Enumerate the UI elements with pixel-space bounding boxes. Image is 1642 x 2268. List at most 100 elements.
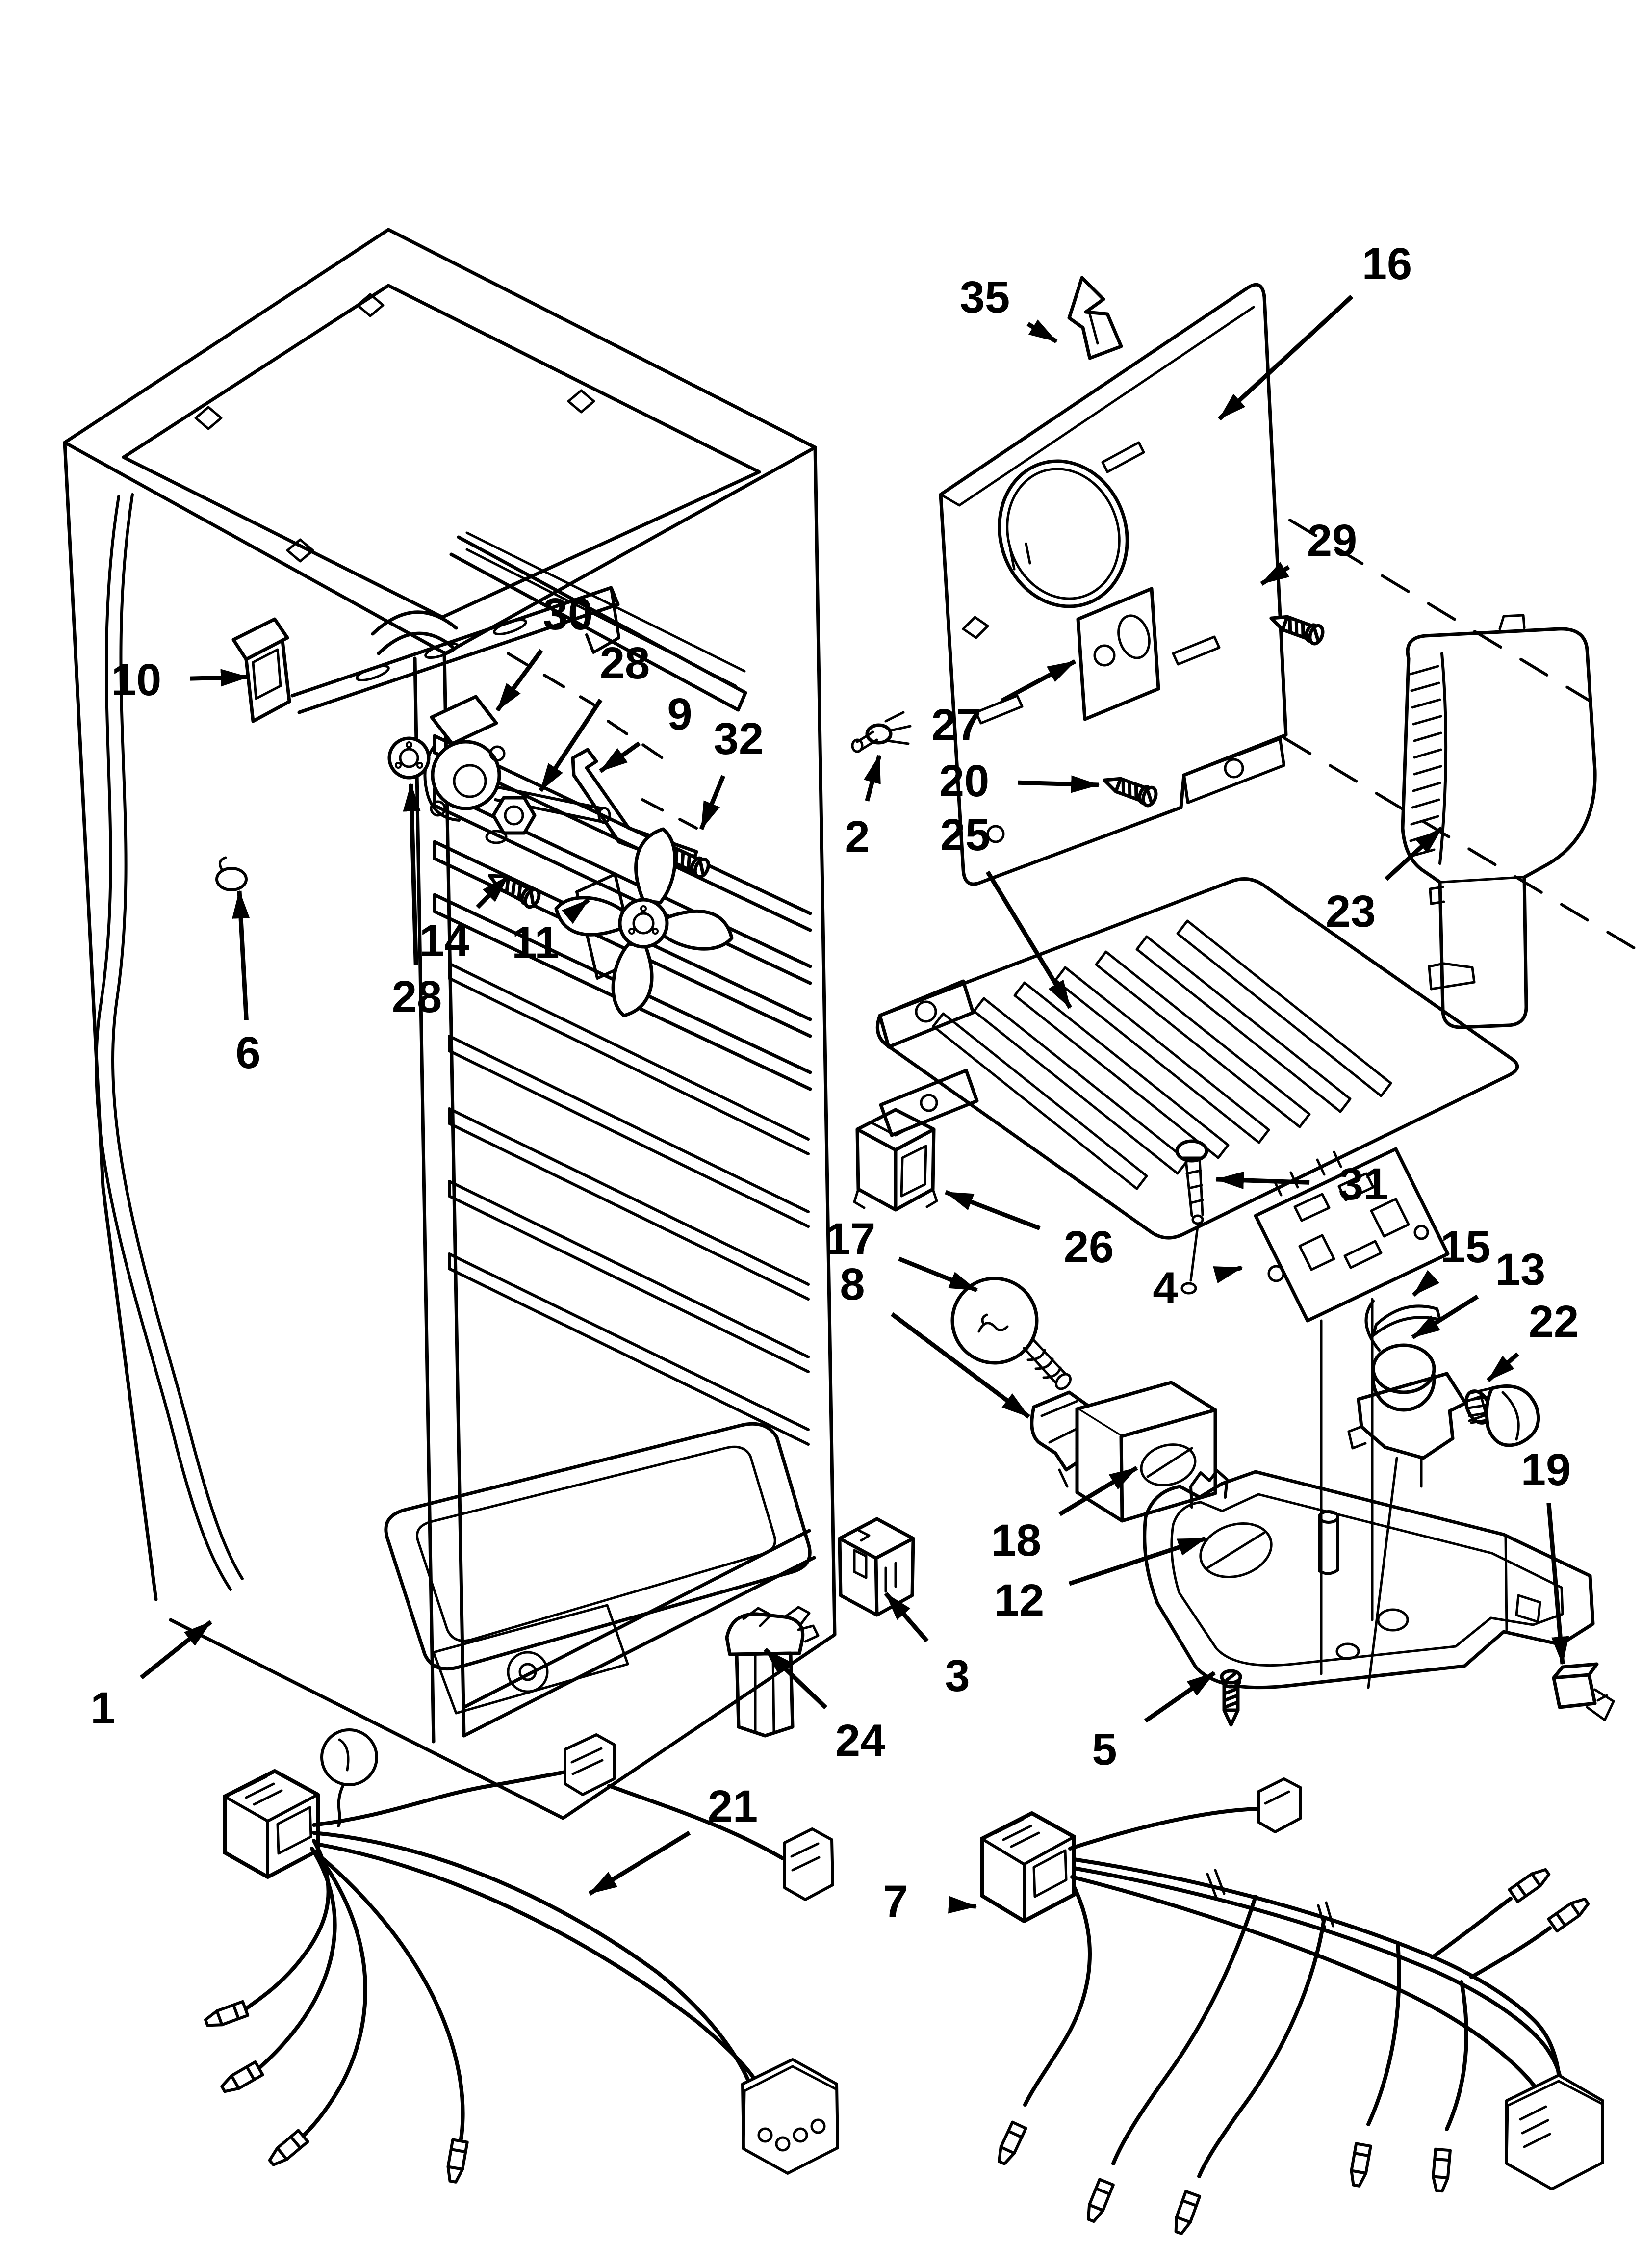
callout-label-35: 35 — [960, 272, 1010, 322]
control-board-4 — [1254, 1147, 1450, 1675]
air-duct-23 — [1401, 614, 1597, 1029]
callout-label-22: 22 — [1529, 1297, 1579, 1347]
callout-label-28: 28 — [392, 972, 442, 1022]
callout-4: 4 — [1153, 1263, 1243, 1313]
callout-35: 35 — [960, 272, 1058, 343]
callout-label-10: 10 — [111, 655, 161, 705]
callout-25: 25 — [940, 810, 1072, 1009]
cabinet-liner — [63, 228, 837, 1820]
callout-13: 13 — [1411, 1245, 1545, 1339]
callout-22: 22 — [1486, 1297, 1579, 1382]
evaporator-cover-25 — [875, 877, 1519, 1295]
grommet-hex — [485, 796, 537, 844]
wiring-harness-7 — [980, 1777, 1604, 2235]
callout-label-19: 19 — [1521, 1445, 1571, 1495]
callout-label-9: 9 — [667, 689, 692, 739]
callout-7: 7 — [883, 1877, 977, 1927]
screw-5 — [1222, 1671, 1240, 1725]
grommet-round — [387, 736, 431, 780]
callout-label-25: 25 — [940, 810, 990, 860]
callout-label-18: 18 — [991, 1515, 1041, 1565]
callout-12: 12 — [994, 1536, 1206, 1625]
callout-3: 3 — [884, 1592, 970, 1701]
clip-19 — [1552, 1662, 1615, 1721]
callout-8: 8 — [840, 1259, 1030, 1419]
callout-label-6: 6 — [235, 1028, 260, 1078]
callout-label-26: 26 — [1064, 1222, 1114, 1272]
callout-label-7: 7 — [883, 1877, 908, 1927]
callout-17: 17 — [825, 1214, 978, 1293]
callout-29: 29 — [1260, 516, 1357, 586]
evaporator-fan-assembly — [231, 586, 734, 1017]
callout-5: 5 — [1092, 1671, 1216, 1774]
callout-16: 16 — [1217, 239, 1412, 421]
callout-19: 19 — [1521, 1445, 1571, 1665]
callout-label-4: 4 — [1153, 1263, 1178, 1313]
callout-18: 18 — [991, 1466, 1138, 1565]
callout-label-8: 8 — [840, 1259, 865, 1309]
fixture-box-3 — [838, 1517, 915, 1617]
wiring-harness-21 — [204, 1728, 839, 2183]
push-fastener-2 — [851, 711, 912, 753]
callout-label-21: 21 — [708, 1781, 758, 1831]
callout-14: 14 — [419, 874, 510, 966]
callout-1: 1 — [90, 1620, 212, 1733]
callout-6: 6 — [232, 890, 261, 1078]
callout-layer: 1234567891011121314151617181920212223242… — [90, 239, 1579, 1927]
callout-label-20: 20 — [939, 756, 989, 806]
callout-label-11: 11 — [512, 918, 559, 968]
control-housing — [1143, 1469, 1615, 1725]
callout-27: 27 — [931, 659, 1077, 750]
callout-9: 9 — [599, 689, 693, 773]
thumbscrew-31 — [1175, 1139, 1208, 1295]
callout-label-30: 30 — [543, 589, 593, 639]
clip-12 — [1189, 1469, 1229, 1509]
capillary-clip-15 — [1372, 1304, 1441, 1337]
bracket-10 — [231, 617, 291, 723]
callout-26: 26 — [945, 1190, 1114, 1272]
callout-label-13: 13 — [1495, 1245, 1545, 1295]
callout-label-14: 14 — [419, 916, 469, 966]
callout-20: 20 — [939, 756, 1100, 806]
tube-plate-27 — [1076, 587, 1160, 721]
callout-label-12: 12 — [994, 1575, 1044, 1625]
bracket-26 — [853, 1108, 938, 1212]
callout-28: 28 — [539, 638, 650, 792]
callout-30: 30 — [495, 589, 593, 712]
thermostat-13 — [1347, 1300, 1488, 1689]
callout-label-32: 32 — [714, 714, 764, 764]
callout-label-3: 3 — [945, 1651, 970, 1701]
callout-label-15: 15 — [1440, 1222, 1490, 1272]
light-lens-18 — [1075, 1381, 1217, 1523]
light-bulb-17 — [950, 1277, 1072, 1390]
callout-24: 24 — [763, 1647, 885, 1766]
callout-31: 31 — [1215, 1159, 1388, 1209]
callout-28: 28 — [392, 783, 442, 1022]
rear-access-panel — [851, 276, 1639, 951]
callout-label-1: 1 — [90, 1683, 115, 1733]
knob-22 — [1464, 1384, 1540, 1447]
callout-label-31: 31 — [1338, 1159, 1388, 1209]
callout-label-28: 28 — [600, 638, 650, 688]
callout-23: 23 — [1326, 826, 1444, 937]
callout-label-27: 27 — [931, 700, 981, 750]
callout-15: 15 — [1411, 1222, 1490, 1297]
liner-plug-button — [215, 856, 248, 891]
callout-32: 32 — [699, 714, 764, 830]
callout-10: 10 — [111, 655, 249, 705]
callout-label-29: 29 — [1307, 516, 1357, 566]
screw-29 — [1268, 609, 1325, 645]
callout-11: 11 — [512, 898, 590, 968]
callout-label-17: 17 — [825, 1214, 875, 1264]
screw-20 — [1101, 771, 1158, 807]
clip-35 — [1067, 276, 1123, 360]
mounting-rail — [290, 586, 620, 714]
callout-21: 21 — [588, 1781, 758, 1896]
callout-label-2: 2 — [845, 812, 870, 862]
callout-2: 2 — [845, 755, 882, 862]
switch-24 — [725, 1606, 820, 1738]
thermostat-assembly — [1347, 1300, 1540, 1689]
callout-label-16: 16 — [1362, 239, 1412, 289]
